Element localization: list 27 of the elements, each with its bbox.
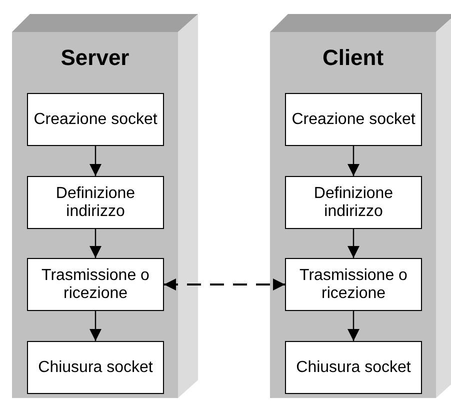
panel	[12, 32, 178, 398]
step-label: Creazione socket	[290, 110, 416, 128]
process-box	[27, 93, 164, 146]
arrow	[348, 311, 360, 341]
arrow	[90, 229, 102, 258]
arrow	[348, 146, 360, 176]
step-label: Trasmissione o ricezione	[298, 266, 408, 302]
step-label: Creazione socket	[32, 110, 158, 128]
process-box	[27, 176, 164, 229]
step-label: Chiusura socket	[37, 358, 154, 376]
arrow	[348, 229, 360, 258]
panel-title: Server	[60, 44, 130, 72]
arrow	[90, 146, 102, 176]
panel	[270, 32, 436, 398]
process-box	[27, 341, 164, 394]
process-box	[285, 93, 422, 146]
step-label: Chiusura socket	[295, 358, 412, 376]
process-box	[285, 258, 422, 311]
process-box	[285, 176, 422, 229]
process-box	[285, 341, 422, 394]
step-label: Definizione indirizzo	[312, 184, 394, 220]
arrow	[90, 311, 102, 341]
panel-title: Client	[321, 44, 385, 72]
arrow	[164, 278, 285, 290]
process-box	[27, 258, 164, 311]
step-label: Definizione indirizzo	[54, 184, 136, 220]
step-label: Trasmissione o ricezione	[40, 266, 150, 302]
